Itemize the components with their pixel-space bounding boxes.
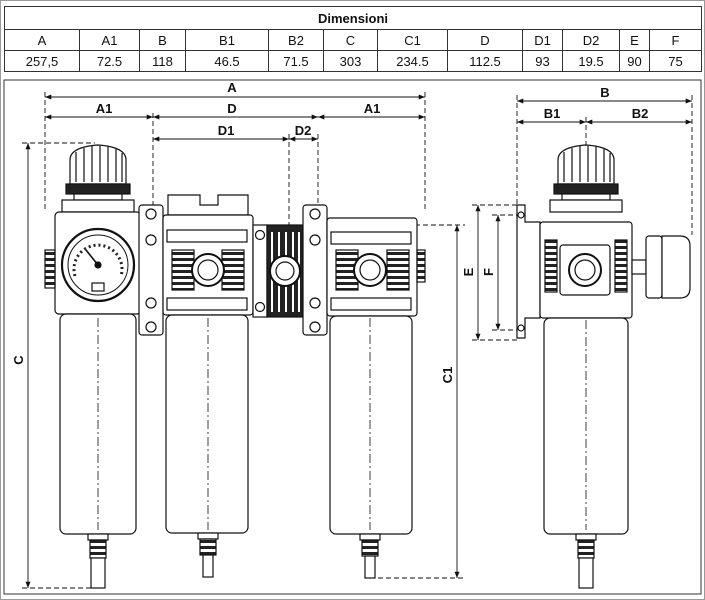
- drain-valve: [197, 532, 219, 578]
- value-cell: 71.5: [268, 50, 324, 72]
- filter-unit: [326, 217, 426, 579]
- dim-label-b1: B1: [544, 106, 561, 121]
- dim-label-a1-right: A1: [364, 101, 381, 116]
- dimension-lines: [22, 92, 465, 589]
- side-gauge-icon: [631, 235, 691, 299]
- dim-label-e: E: [461, 267, 476, 276]
- dim-label-c: C: [11, 355, 26, 365]
- header-cell: B1: [185, 29, 269, 51]
- value-cell: 46.5: [185, 50, 269, 72]
- header-cell: C1: [377, 29, 448, 51]
- dim-label-c1: C1: [440, 367, 455, 384]
- connector-plate: [138, 204, 164, 336]
- dim-label-a1-left: A1: [96, 101, 113, 116]
- drain-valve: [87, 533, 109, 589]
- drawing-border: [3, 79, 702, 595]
- value-cell: 112.5: [447, 50, 523, 72]
- regulator-unit: [44, 144, 142, 589]
- value-cell: 90: [619, 50, 650, 72]
- value-cell: 75: [648, 50, 703, 72]
- dim-label-a: A: [227, 80, 237, 95]
- dimensions-table: Dimensioni A A1 B B1 B2 C C1 D D1 D2 E F…: [3, 6, 703, 72]
- filter-unit: [162, 194, 254, 578]
- dim-label-d2: D2: [295, 123, 312, 138]
- connector-plate: [302, 204, 328, 336]
- value-cell: 257,5: [4, 50, 80, 72]
- drain-valve: [359, 533, 381, 579]
- dim-label-b: B: [600, 85, 609, 100]
- pressure-gauge-icon: [60, 227, 136, 303]
- dim-label-d1: D1: [218, 123, 235, 138]
- dim-label-b2: B2: [632, 106, 649, 121]
- drain-valve: [575, 533, 597, 589]
- connector-block: [252, 224, 304, 318]
- side-knob: [549, 144, 623, 213]
- dim-label-d: D: [227, 101, 236, 116]
- side-dimension-lines: [472, 95, 693, 341]
- value-cell: 303: [323, 50, 378, 72]
- side-view-unit: [516, 144, 691, 589]
- value-cell: 234.5: [377, 50, 448, 72]
- regulator-knob: [61, 144, 135, 213]
- value-cell: 19.5: [562, 50, 620, 72]
- dim-label-f: F: [481, 268, 496, 276]
- value-cell: 72.5: [79, 50, 140, 72]
- table-value-row: 257,5 72.5 118 46.5 71.5 303 234.5 112.5…: [4, 50, 703, 72]
